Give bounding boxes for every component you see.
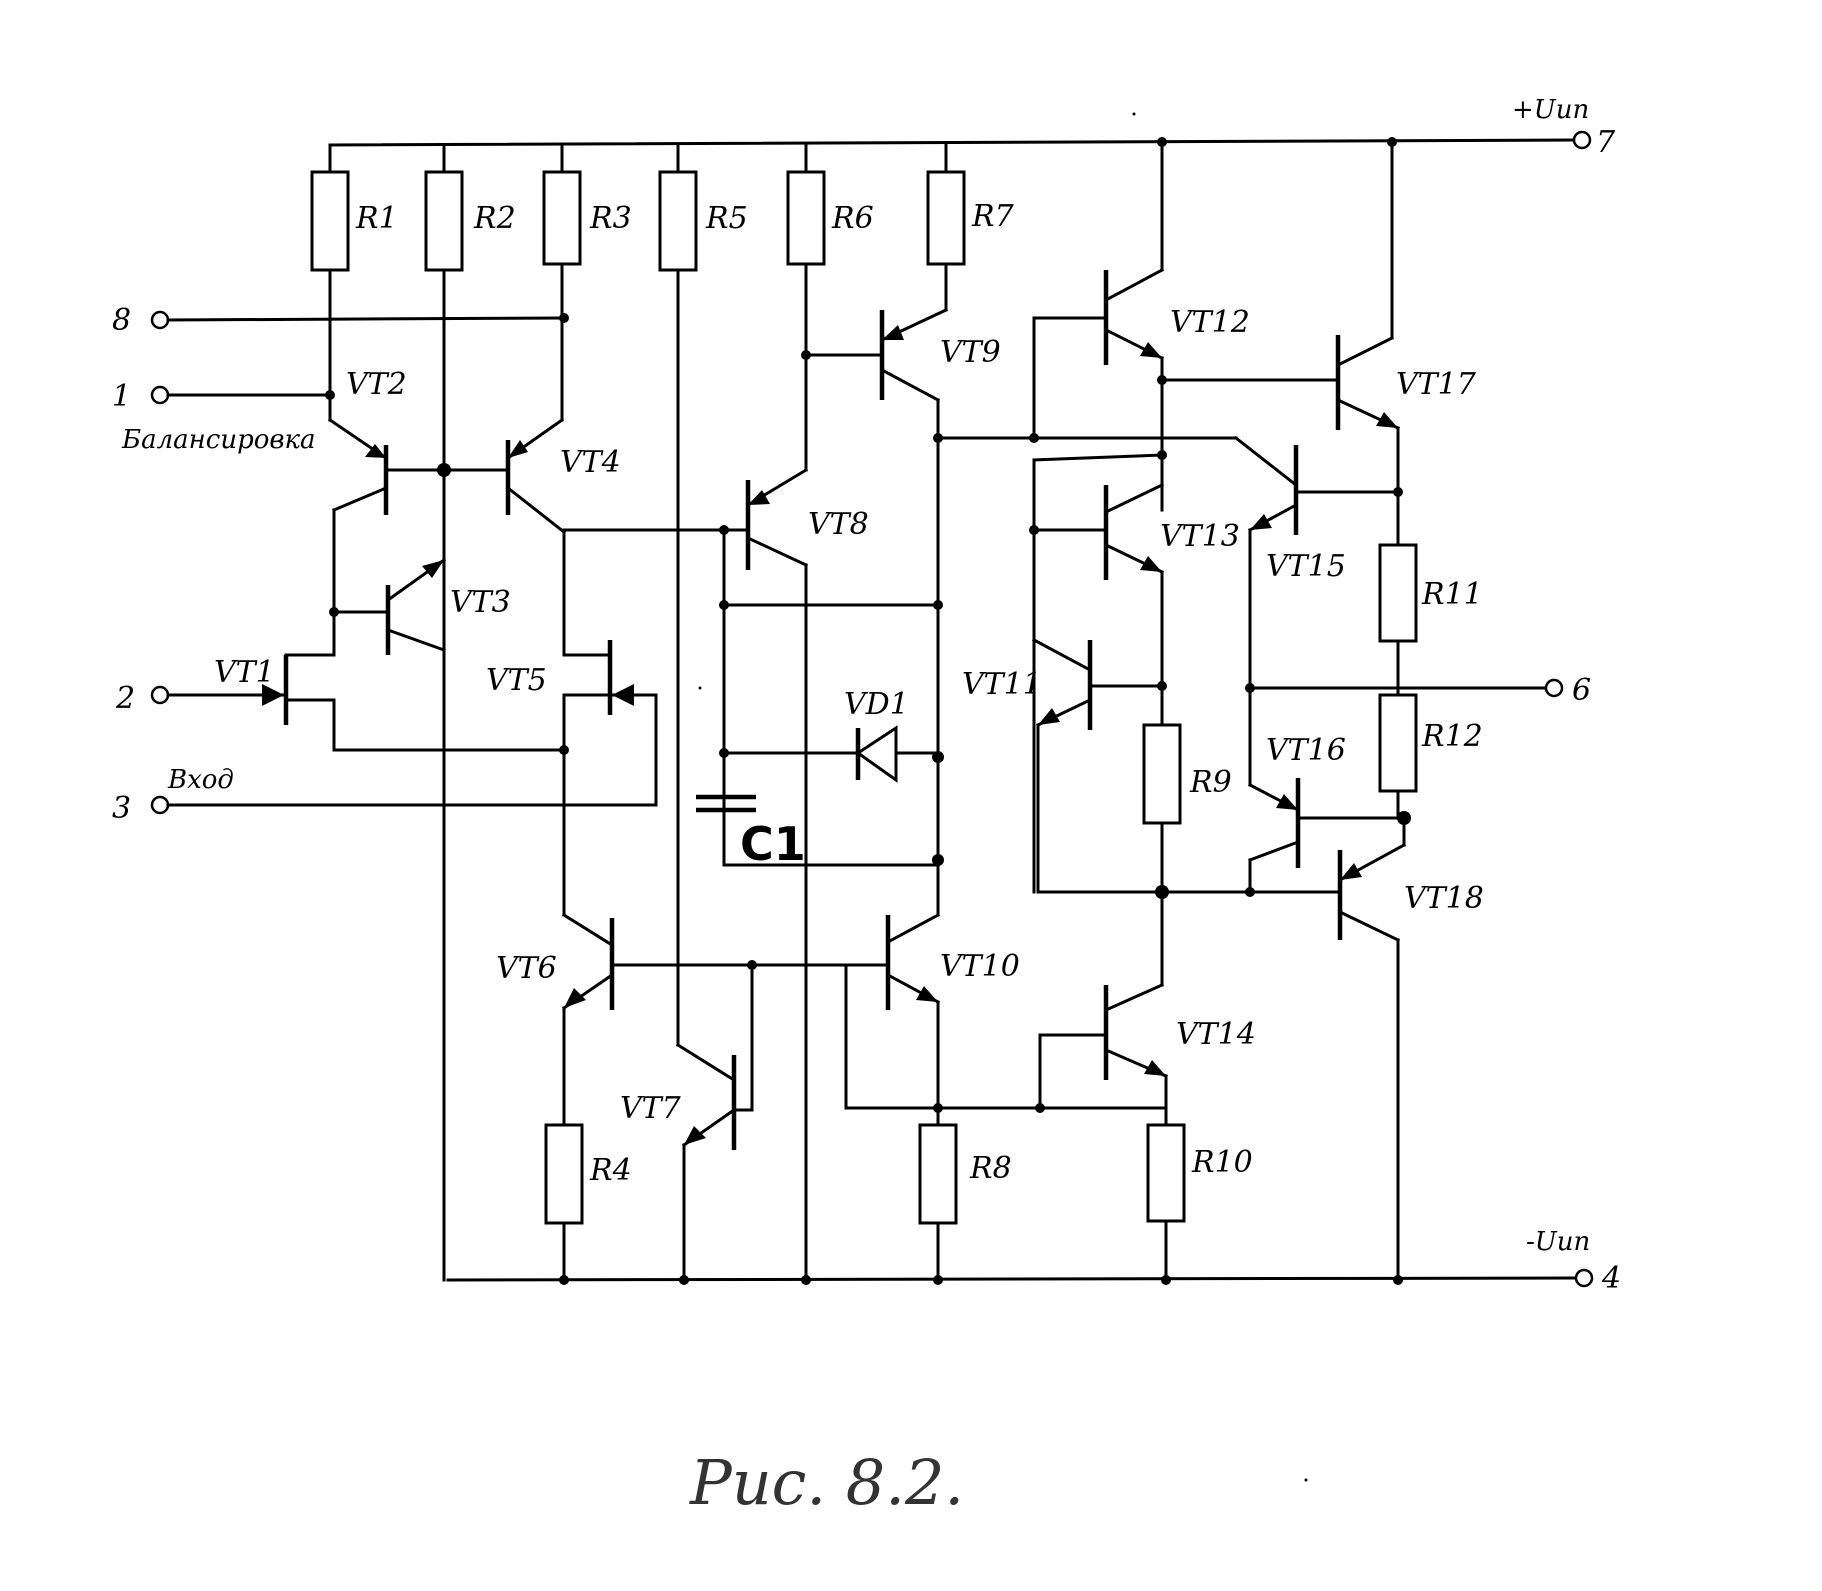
r8-label: R8 (969, 1151, 1012, 1186)
pin1-net (150, 385, 335, 405)
transistor-vt14 (1038, 983, 1168, 1127)
pin8-net (150, 310, 569, 330)
vt6-label: VT6 (496, 951, 557, 986)
pin3-label: 3 (112, 791, 131, 826)
supply-pos-terminal (1572, 130, 1592, 150)
diode-vd1 (855, 725, 898, 783)
r4-label: R4 (589, 1153, 632, 1188)
pin8-label: 8 (112, 303, 131, 338)
resistor-r4 (544, 1123, 584, 1285)
c1-label: C1 (740, 817, 806, 871)
r1-label: R1 (355, 201, 398, 236)
r6-label: R6 (831, 201, 874, 236)
component-labels: +Uип 7 -Uип 4 8 1 Балансировка 2 Вход 3 … (112, 95, 1621, 1296)
upper-left-wiring (328, 262, 564, 1282)
r10-label: R10 (1191, 1145, 1253, 1180)
input-label: Вход (167, 765, 234, 795)
r7-label: R7 (971, 199, 1015, 234)
vt5-label: VT5 (486, 663, 547, 698)
balance-label: Балансировка (121, 425, 316, 455)
pin7-label: 7 (1596, 125, 1616, 160)
r2-label: R2 (473, 201, 516, 236)
capacitor-c1 (696, 794, 756, 867)
transistor-vt16 (1247, 778, 1406, 894)
resistor-r7 (926, 143, 966, 266)
pin4-label: 4 (1601, 1261, 1621, 1296)
vd1-label: VD1 (844, 687, 909, 722)
transistor-vt7 (675, 268, 754, 1285)
c1-vd1-network (719, 528, 944, 867)
pin6-net (1248, 678, 1564, 698)
resistor-r6 (786, 143, 826, 266)
transistor-vt5 (562, 640, 658, 917)
vt12-vt13-column (1157, 137, 1167, 272)
vt16-label: VT16 (1266, 733, 1346, 768)
vt17-label: VT17 (1396, 367, 1477, 402)
vt1-label: VT1 (214, 655, 275, 690)
scan-specks (698, 112, 1308, 1482)
transistor-vt3 (329, 557, 447, 655)
supply-neg-label: -Uип (1526, 1227, 1590, 1257)
resistor-r3 (542, 143, 582, 266)
transistor-vt8 (562, 467, 811, 1285)
vt12-label: VT12 (1170, 305, 1250, 340)
vt15-label: VT15 (1266, 549, 1346, 584)
figure-caption: Рис. 8.2. (689, 1446, 964, 1519)
supply-pos-label: +Uип (1512, 95, 1589, 125)
r11-label: R11 (1421, 577, 1483, 612)
supply-rails (328, 138, 1578, 1282)
vt11-label: VT11 (962, 667, 1042, 702)
transistor-vt18 (1337, 816, 1407, 1285)
transistor-vt9 (879, 262, 948, 892)
resistor-r11 (1378, 543, 1418, 697)
resistor-r10 (1146, 1123, 1186, 1285)
transistor-vt17 (1335, 137, 1400, 547)
supply-neg-terminal (1574, 1268, 1594, 1288)
transistor-vt10 (844, 888, 1168, 1127)
resistor-r5 (658, 143, 698, 272)
vt4-label: VT4 (560, 445, 621, 480)
vt18-base-bus (1036, 885, 1342, 899)
vt9-label: VT9 (940, 335, 1001, 370)
pin2-net (150, 684, 288, 706)
r12-label: R12 (1421, 719, 1483, 754)
pin1-label: 1 (112, 379, 131, 414)
transistor-vt11 (1031, 637, 1164, 894)
r3-label: R3 (589, 201, 632, 236)
pin2-label: 2 (115, 681, 135, 716)
pin3-net (150, 795, 658, 815)
vt10-label: VT10 (940, 949, 1020, 984)
resistor-r2 (424, 143, 464, 272)
transistor-vt13 (1029, 453, 1167, 894)
transistor-vt1 (283, 613, 569, 755)
r5-label: R5 (705, 201, 748, 236)
r9-label: R9 (1189, 765, 1232, 800)
vt14-label: VT14 (1176, 1017, 1256, 1052)
resistor-r8 (918, 1123, 958, 1285)
vt8-label: VT8 (808, 507, 869, 542)
resistor-r9 (1142, 723, 1182, 987)
vt18-label: VT18 (1404, 881, 1484, 916)
resistor-r1 (310, 143, 350, 272)
vt3-label: VT3 (450, 585, 511, 620)
vt7-label: VT7 (620, 1091, 682, 1126)
mid-bus (933, 433, 1299, 488)
resistor-r12 (1378, 693, 1418, 825)
transistor-vt4 (442, 417, 567, 657)
vt13-label: VT13 (1160, 519, 1240, 554)
transistor-vt6 (561, 912, 852, 1127)
vt2-label: VT2 (346, 367, 407, 402)
pin6-label: 6 (1572, 673, 1591, 708)
transistor-vt2 (327, 417, 446, 617)
r6-column (801, 262, 884, 472)
